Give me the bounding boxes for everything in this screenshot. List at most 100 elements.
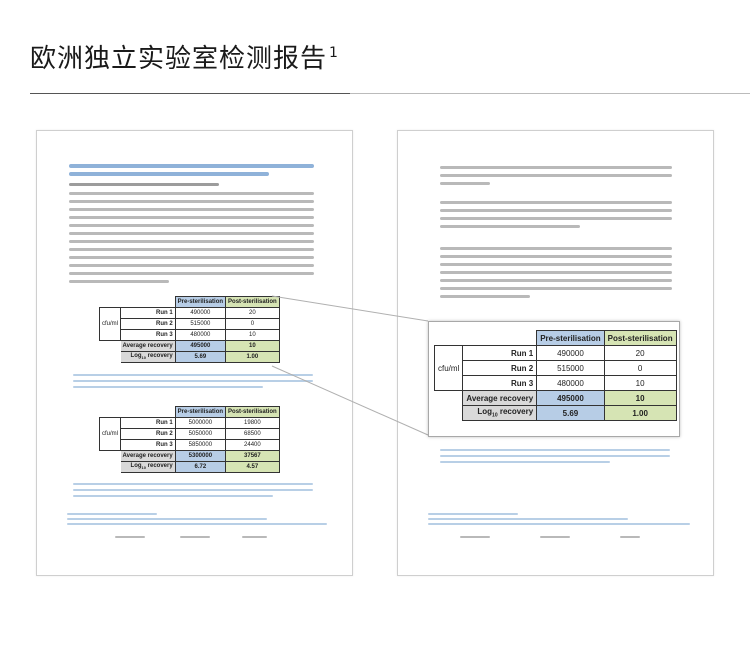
footer-line	[428, 523, 690, 525]
row-label: Log10 recovery	[120, 461, 176, 473]
title-text: 欧洲独立实验室检测报告	[30, 44, 328, 74]
row-label: Run 3	[120, 329, 176, 341]
paragraph-line	[69, 240, 314, 243]
paragraph-line	[440, 263, 672, 266]
paragraph-line	[440, 271, 672, 274]
row-label: Average recovery	[462, 390, 538, 406]
paragraph-line	[69, 192, 314, 195]
col-header: Post-sterilisation	[225, 406, 280, 418]
caption-line	[73, 483, 313, 485]
cell: 5300000	[174, 450, 227, 462]
cell: 1.00	[603, 405, 677, 421]
table-2-small: Pre-sterilisation Post-sterilisation cfu…	[98, 406, 280, 473]
cell: 10	[225, 340, 280, 352]
cell: 0	[225, 318, 280, 330]
cell: 490000	[536, 345, 605, 361]
cell: 5000000	[174, 417, 227, 429]
col-header: Post-sterilisation	[603, 330, 677, 346]
paragraph-line	[440, 255, 672, 258]
paragraph-line	[440, 209, 672, 212]
unit-label: cfu/ml	[433, 345, 464, 391]
cell: 480000	[536, 375, 605, 391]
footer-line	[180, 536, 210, 538]
row-label: Run 3	[462, 375, 538, 391]
cell: 490000	[174, 307, 227, 319]
paragraph-line	[440, 225, 580, 228]
paragraph-line	[69, 256, 314, 259]
row-label: Run 3	[120, 439, 176, 451]
table-zoom-callout: Pre-sterilisation Post-sterilisation cfu…	[428, 321, 680, 437]
cell: 515000	[174, 318, 227, 330]
paragraph-line	[69, 272, 314, 275]
paragraph-line	[440, 166, 672, 169]
row-label: Run 2	[120, 428, 176, 440]
table-1-zoomed: Pre-sterilisation Post-sterilisation cfu…	[433, 330, 677, 421]
footer-line	[242, 536, 267, 538]
row-label: Average recovery	[120, 450, 176, 462]
cell: 5850000	[174, 439, 227, 451]
paragraph-line	[69, 208, 314, 211]
cell: 10	[603, 390, 677, 406]
caption-line	[440, 455, 670, 457]
section-heading-line	[69, 164, 314, 168]
cell: 6.72	[174, 461, 227, 473]
row-label: Run 1	[462, 345, 538, 361]
footer-line	[460, 536, 490, 538]
row-label: Log10 recovery	[462, 405, 538, 421]
footer-line	[67, 518, 267, 520]
cell: 5050000	[174, 428, 227, 440]
row-label: Run 2	[462, 360, 538, 376]
paragraph-line	[69, 264, 314, 267]
col-header: Post-sterilisation	[225, 296, 280, 308]
title-underline	[30, 93, 350, 94]
paragraph-line	[440, 174, 672, 177]
caption-line	[440, 461, 610, 463]
footer-line	[67, 523, 327, 525]
paragraph-line	[69, 224, 314, 227]
row-label: Run 2	[120, 318, 176, 330]
footer-line	[428, 513, 518, 515]
footer-line	[67, 513, 157, 515]
cell: 19800	[225, 417, 280, 429]
cell: 5.69	[536, 405, 605, 421]
col-header: Pre-sterilisation	[174, 296, 227, 308]
paragraph-line	[440, 287, 672, 290]
report-page-left: Pre-sterilisation Post-sterilisation cfu…	[36, 130, 353, 576]
paragraph-line	[440, 182, 490, 185]
paragraph-line	[440, 217, 672, 220]
caption-line	[440, 449, 670, 451]
paragraph-line	[69, 216, 314, 219]
cell: 10	[603, 375, 677, 391]
cell: 20	[603, 345, 677, 361]
cell: 495000	[536, 390, 605, 406]
unit-label: cfu/ml	[98, 307, 122, 341]
cell: 0	[603, 360, 677, 376]
paragraph-line	[69, 232, 314, 235]
footer-line	[115, 536, 145, 538]
caption-line	[73, 374, 313, 376]
paragraph-line	[440, 247, 672, 250]
cell: 20	[225, 307, 280, 319]
footer-line	[540, 536, 570, 538]
row-label: Run 1	[120, 307, 176, 319]
footnote-mark: 1	[329, 45, 339, 62]
col-header: Pre-sterilisation	[536, 330, 605, 346]
cell: 5.69	[174, 351, 227, 363]
row-label: Average recovery	[120, 340, 176, 352]
table-1-small: Pre-sterilisation Post-sterilisation cfu…	[98, 296, 280, 363]
cell: 24400	[225, 439, 280, 451]
row-label: Log10 recovery	[120, 351, 176, 363]
cell: 480000	[174, 329, 227, 341]
cell: 10	[225, 329, 280, 341]
caption-line	[73, 489, 313, 491]
cell: 68500	[225, 428, 280, 440]
paragraph-line	[440, 201, 672, 204]
cell: 1.00	[225, 351, 280, 363]
subheading-line	[69, 183, 219, 186]
footer-line	[620, 536, 640, 538]
unit-label: cfu/ml	[98, 417, 122, 451]
paragraph-line	[69, 280, 169, 283]
paragraph-line	[69, 248, 314, 251]
caption-line	[73, 386, 263, 388]
